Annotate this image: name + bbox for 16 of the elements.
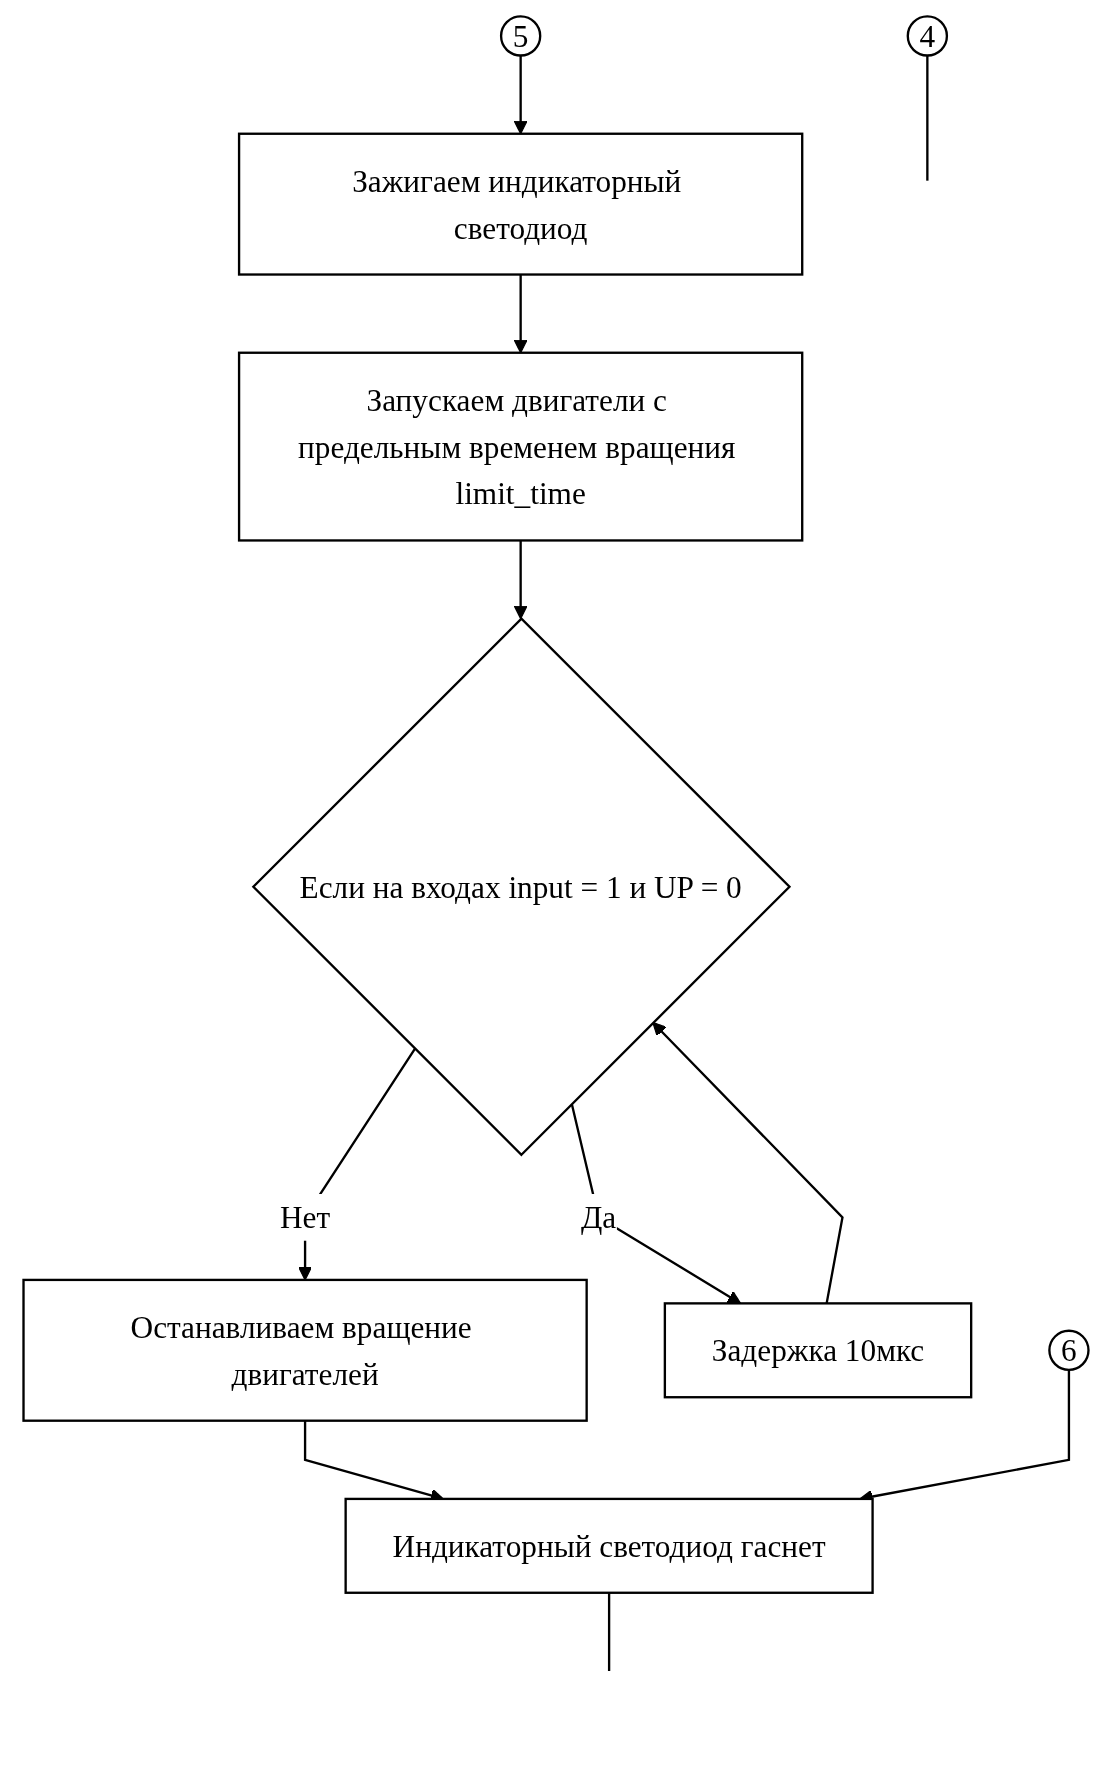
node-box: Задержка 10мкс (663, 1302, 972, 1399)
node-box: Останавливаем вращение двигателей (21, 1278, 588, 1422)
node-diamond: Если на входах input = 1 и UP = 0 (251, 617, 791, 1157)
node-box: Зажигаем индикаторный светодиод (237, 132, 803, 276)
arrow (513, 540, 528, 620)
connector (607, 1592, 610, 1671)
node-circle: 6 (1047, 1329, 1090, 1372)
node-box: Индикаторный светодиод гаснет (343, 1497, 874, 1594)
node-box: Запускаем двигатели с предельным временем вращения limit_time (237, 351, 803, 542)
node-circle: 4 (906, 15, 948, 57)
edge-label: Да (580, 1200, 616, 1235)
edge-label: Нет (279, 1200, 330, 1235)
connector (925, 55, 929, 181)
arrow (570, 1103, 741, 1304)
node-circle: 5 (499, 15, 541, 57)
arrow (651, 1021, 844, 1304)
